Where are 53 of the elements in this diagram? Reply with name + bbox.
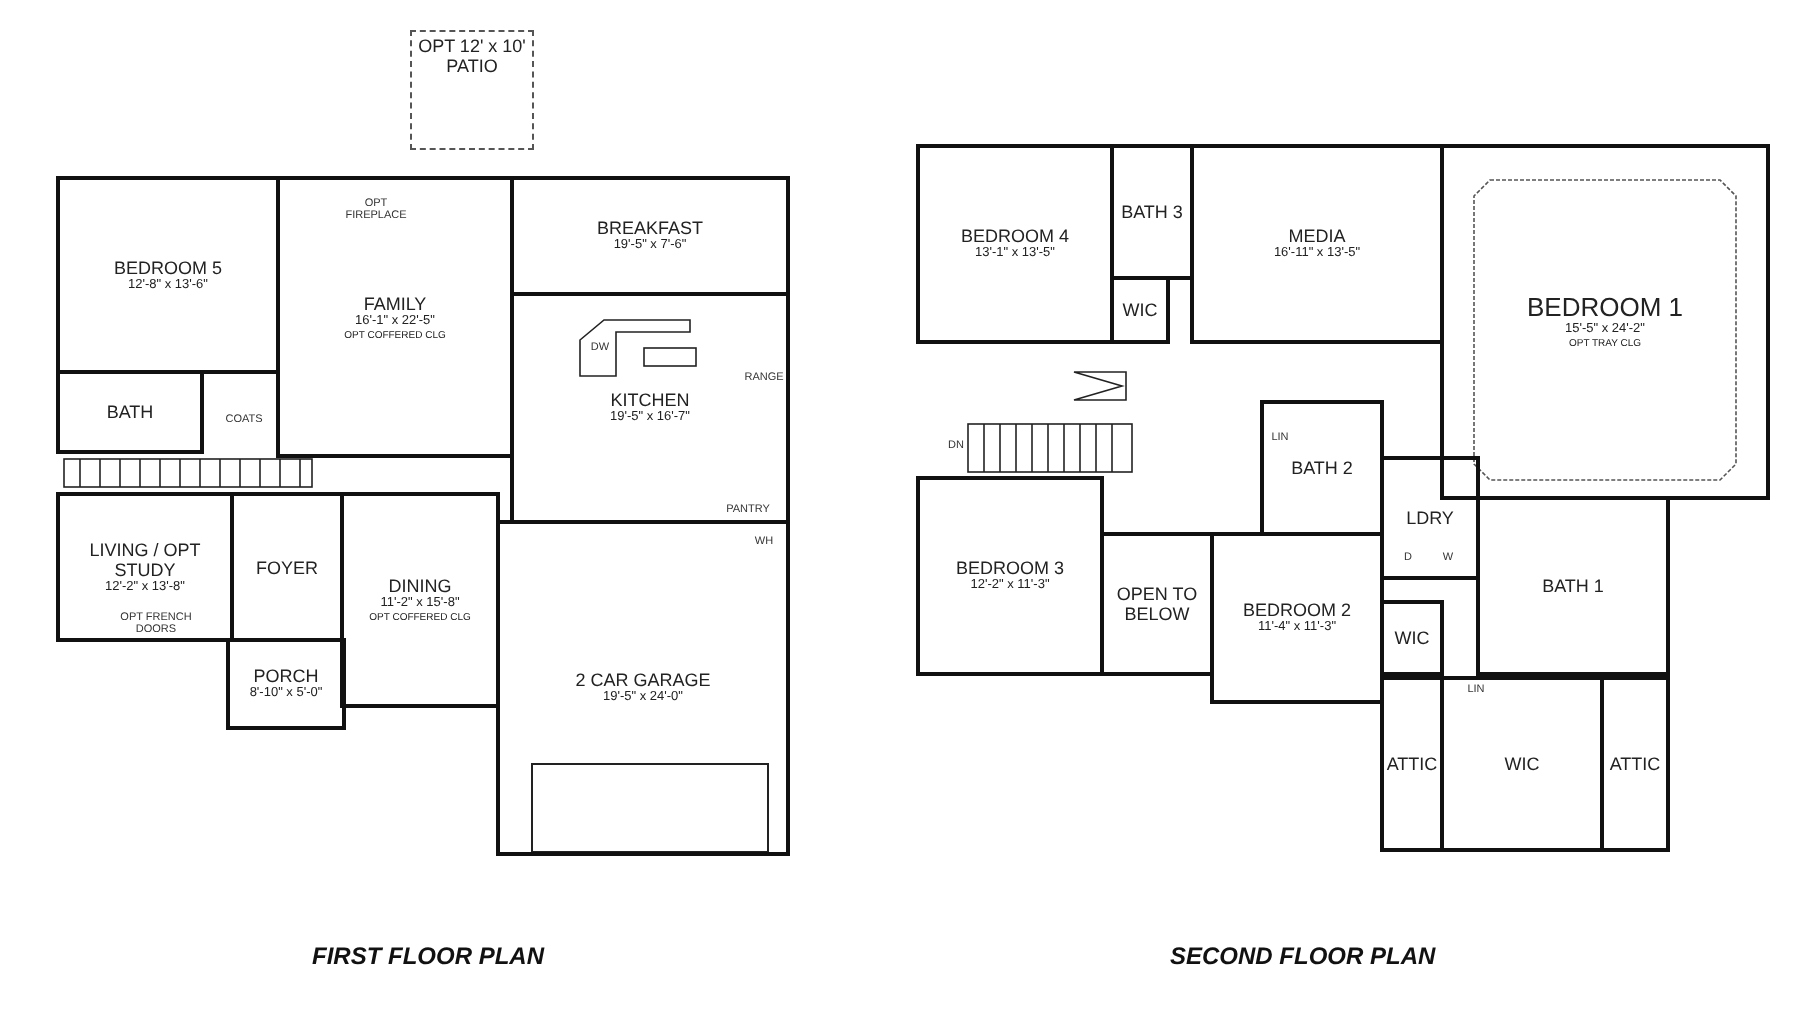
- room: [1110, 144, 1194, 280]
- room-name: OPT 12' x 10' PATIO: [416, 36, 528, 76]
- room-name: BEDROOM 5: [113, 257, 222, 277]
- room: [510, 292, 790, 524]
- room: [56, 492, 234, 642]
- room: [1190, 144, 1444, 344]
- room-name: WIC: [1122, 300, 1158, 320]
- room: [1380, 456, 1480, 580]
- room-name: KITCHEN: [610, 390, 690, 410]
- plan-title: FIRST FLOOR PLAN: [312, 942, 544, 970]
- room-name: WIC: [1394, 628, 1430, 648]
- room: [1260, 400, 1384, 536]
- room: [1600, 676, 1670, 852]
- room-name: ATTIC: [1386, 754, 1438, 774]
- room: [340, 492, 500, 708]
- room-name: BATH 1: [1542, 576, 1604, 596]
- room: [276, 176, 514, 458]
- room: [56, 370, 204, 454]
- room-name: WIC: [1504, 754, 1540, 774]
- room: [226, 638, 346, 730]
- room-name: MEDIA: [1288, 226, 1346, 246]
- room-name: OPEN TO BELOW: [1114, 584, 1200, 624]
- room-name: PORCH: [253, 666, 319, 686]
- room: [510, 176, 790, 296]
- room-name: BEDROOM 2: [1242, 600, 1351, 620]
- room-name: BEDROOM 3: [955, 558, 1064, 578]
- room: [916, 144, 1114, 344]
- room: [1440, 144, 1770, 500]
- room: [916, 476, 1104, 676]
- room-name: 2 CAR GARAGE: [575, 670, 711, 690]
- room-name: BREAKFAST: [596, 218, 703, 238]
- room-name: LIVING / OPT STUDY: [87, 539, 203, 579]
- room: [1440, 676, 1604, 852]
- room-name: BATH: [106, 402, 154, 422]
- room: [56, 176, 280, 374]
- room: [1380, 676, 1444, 852]
- room-name: BATH 2: [1291, 458, 1353, 478]
- room: [1210, 532, 1384, 704]
- room: [1110, 276, 1170, 344]
- room-name: FOYER: [255, 557, 318, 577]
- room-name: DINING: [388, 576, 452, 596]
- room: [1380, 600, 1444, 676]
- room: [1476, 496, 1670, 676]
- room-name: BATH 3: [1121, 202, 1183, 222]
- room: [496, 520, 790, 856]
- room: [1100, 532, 1214, 676]
- patio-outline: [410, 30, 534, 150]
- room-name: BEDROOM 1: [1526, 294, 1683, 322]
- plan-title: SECOND FLOOR PLAN: [1170, 942, 1436, 970]
- room-name: LDRY: [1406, 508, 1454, 528]
- room-name: FAMILY: [363, 293, 427, 313]
- room-name: BEDROOM 4: [960, 226, 1069, 246]
- room-name: ATTIC: [1609, 754, 1661, 774]
